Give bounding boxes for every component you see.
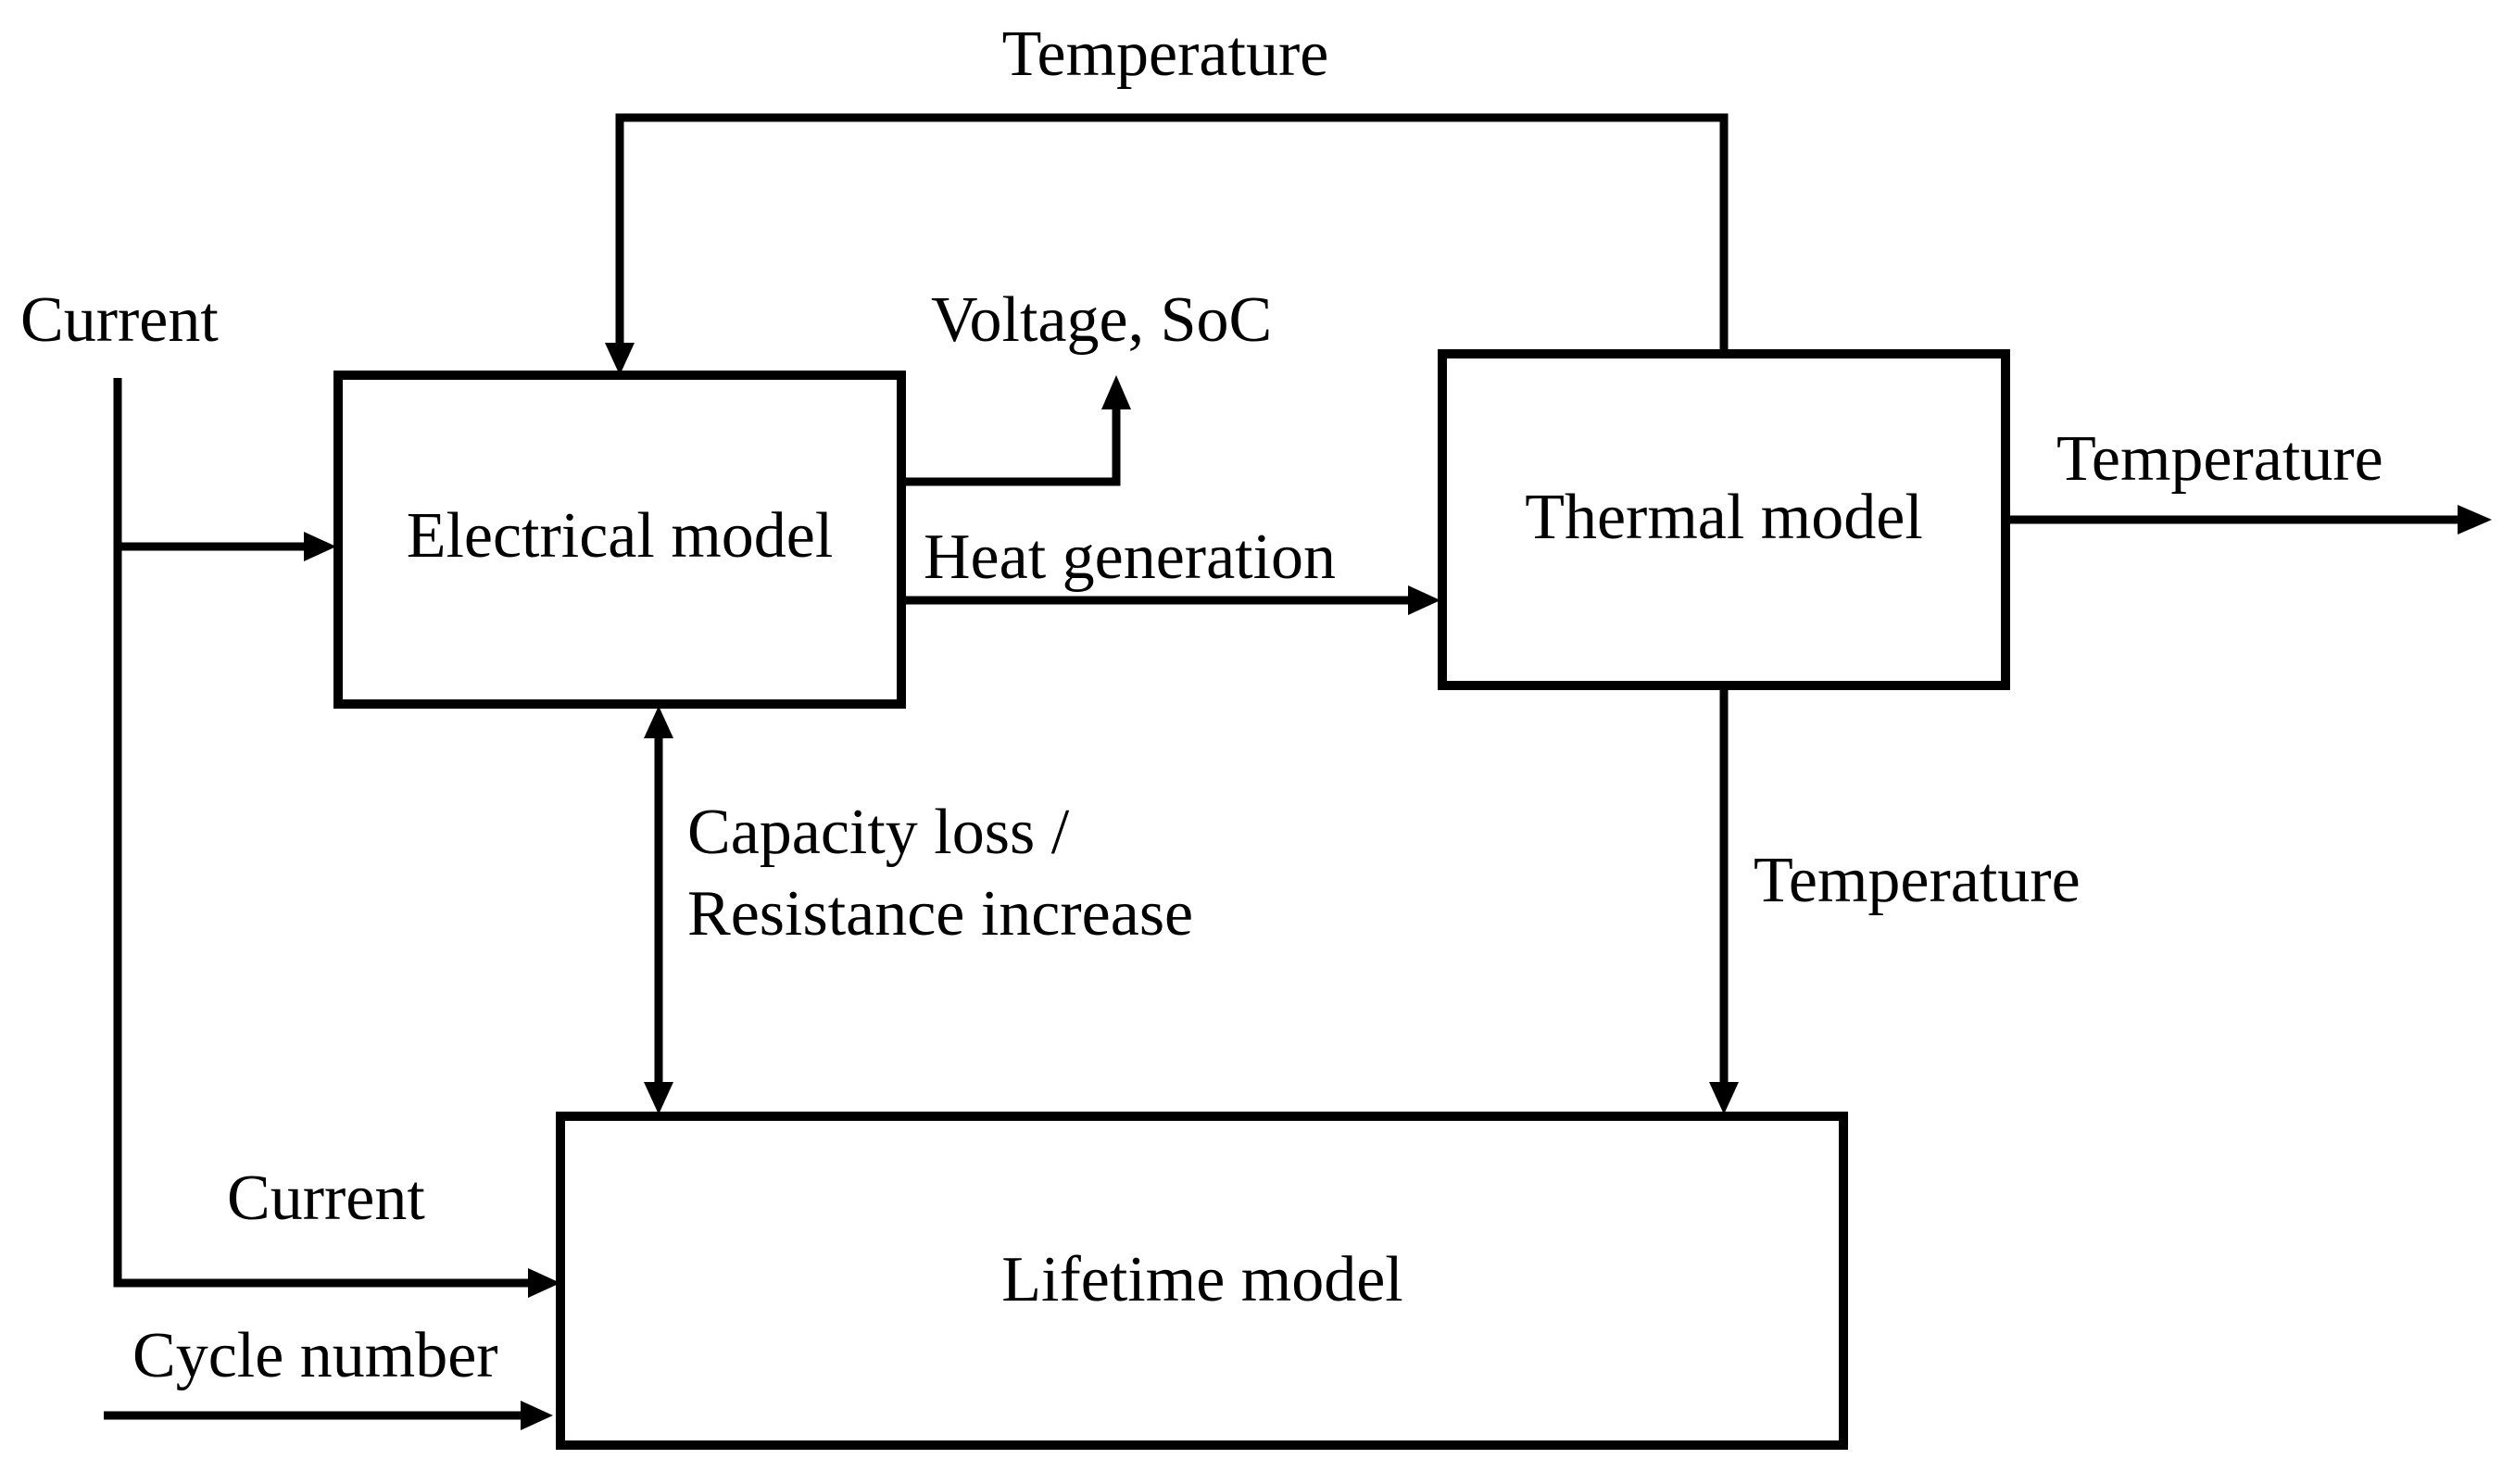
temperature-feedback-edge: Temperature: [605, 19, 1729, 375]
thermal-model-node: Thermal model: [1438, 349, 2010, 690]
cycle-number-edge: Cycle number: [104, 1320, 553, 1430]
capacity-loss-down-arrowhead: [644, 1082, 673, 1114]
voltage-soc-label: Voltage, SoC: [931, 284, 1272, 356]
lifetime-model-node: Lifetime model: [556, 1112, 1848, 1450]
lifetime-model-label: Lifetime model: [1001, 1244, 1402, 1315]
cycle-number-arrowhead: [521, 1401, 553, 1430]
temperature-output-arrowhead: [2458, 505, 2492, 534]
temperature-feedback-label: Temperature: [1002, 19, 1329, 90]
thermal-model-box: [1438, 349, 2010, 690]
current-bus-line: [113, 378, 530, 1288]
voltage-soc-arrowhead: [1101, 375, 1131, 409]
voltage-soc-edge: Voltage, SoC: [901, 284, 1272, 486]
current-to-lifetime-label: Current: [227, 1163, 425, 1234]
heat-generation-arrowhead: [1408, 585, 1440, 615]
current-to-lifetime-arrowhead: [528, 1268, 560, 1298]
temperature-output-edge: Temperature: [2006, 423, 2492, 534]
lifetime-model-box: [556, 1112, 1848, 1450]
temperature-feedback-line: [615, 113, 1729, 354]
electrical-model-label: Electrical model: [407, 500, 834, 572]
temperature-to-lifetime-label: Temperature: [1754, 845, 2081, 916]
heat-generation-label: Heat generation: [924, 522, 1336, 593]
electrical-model-box: [333, 371, 906, 709]
temperature-to-lifetime-arrowhead: [1709, 1082, 1739, 1114]
temperature-to-lifetime-edge: Temperature: [1709, 685, 2081, 1114]
thermal-model-label: Thermal model: [1525, 482, 1923, 553]
cycle-number-label: Cycle number: [132, 1320, 498, 1391]
temperature-output-label: Temperature: [2056, 423, 2383, 495]
heat-generation-edge: Heat generation: [901, 522, 1440, 615]
capacity-loss-label-line2: Resistance increase: [687, 878, 1193, 950]
capacity-loss-label-line1: Capacity loss /: [687, 797, 1070, 868]
current-to-electrical-arrowhead: [304, 532, 336, 561]
current-input-edge: Current Current: [20, 284, 560, 1298]
current-input-label: Current: [20, 284, 219, 356]
capacity-loss-edge: Capacity loss / Resistance increase: [644, 706, 1193, 1114]
capacity-loss-up-arrowhead: [644, 706, 673, 738]
voltage-soc-line: [901, 408, 1121, 486]
electrical-model-node: Electrical model: [333, 371, 906, 709]
temperature-feedback-arrowhead: [605, 343, 635, 375]
